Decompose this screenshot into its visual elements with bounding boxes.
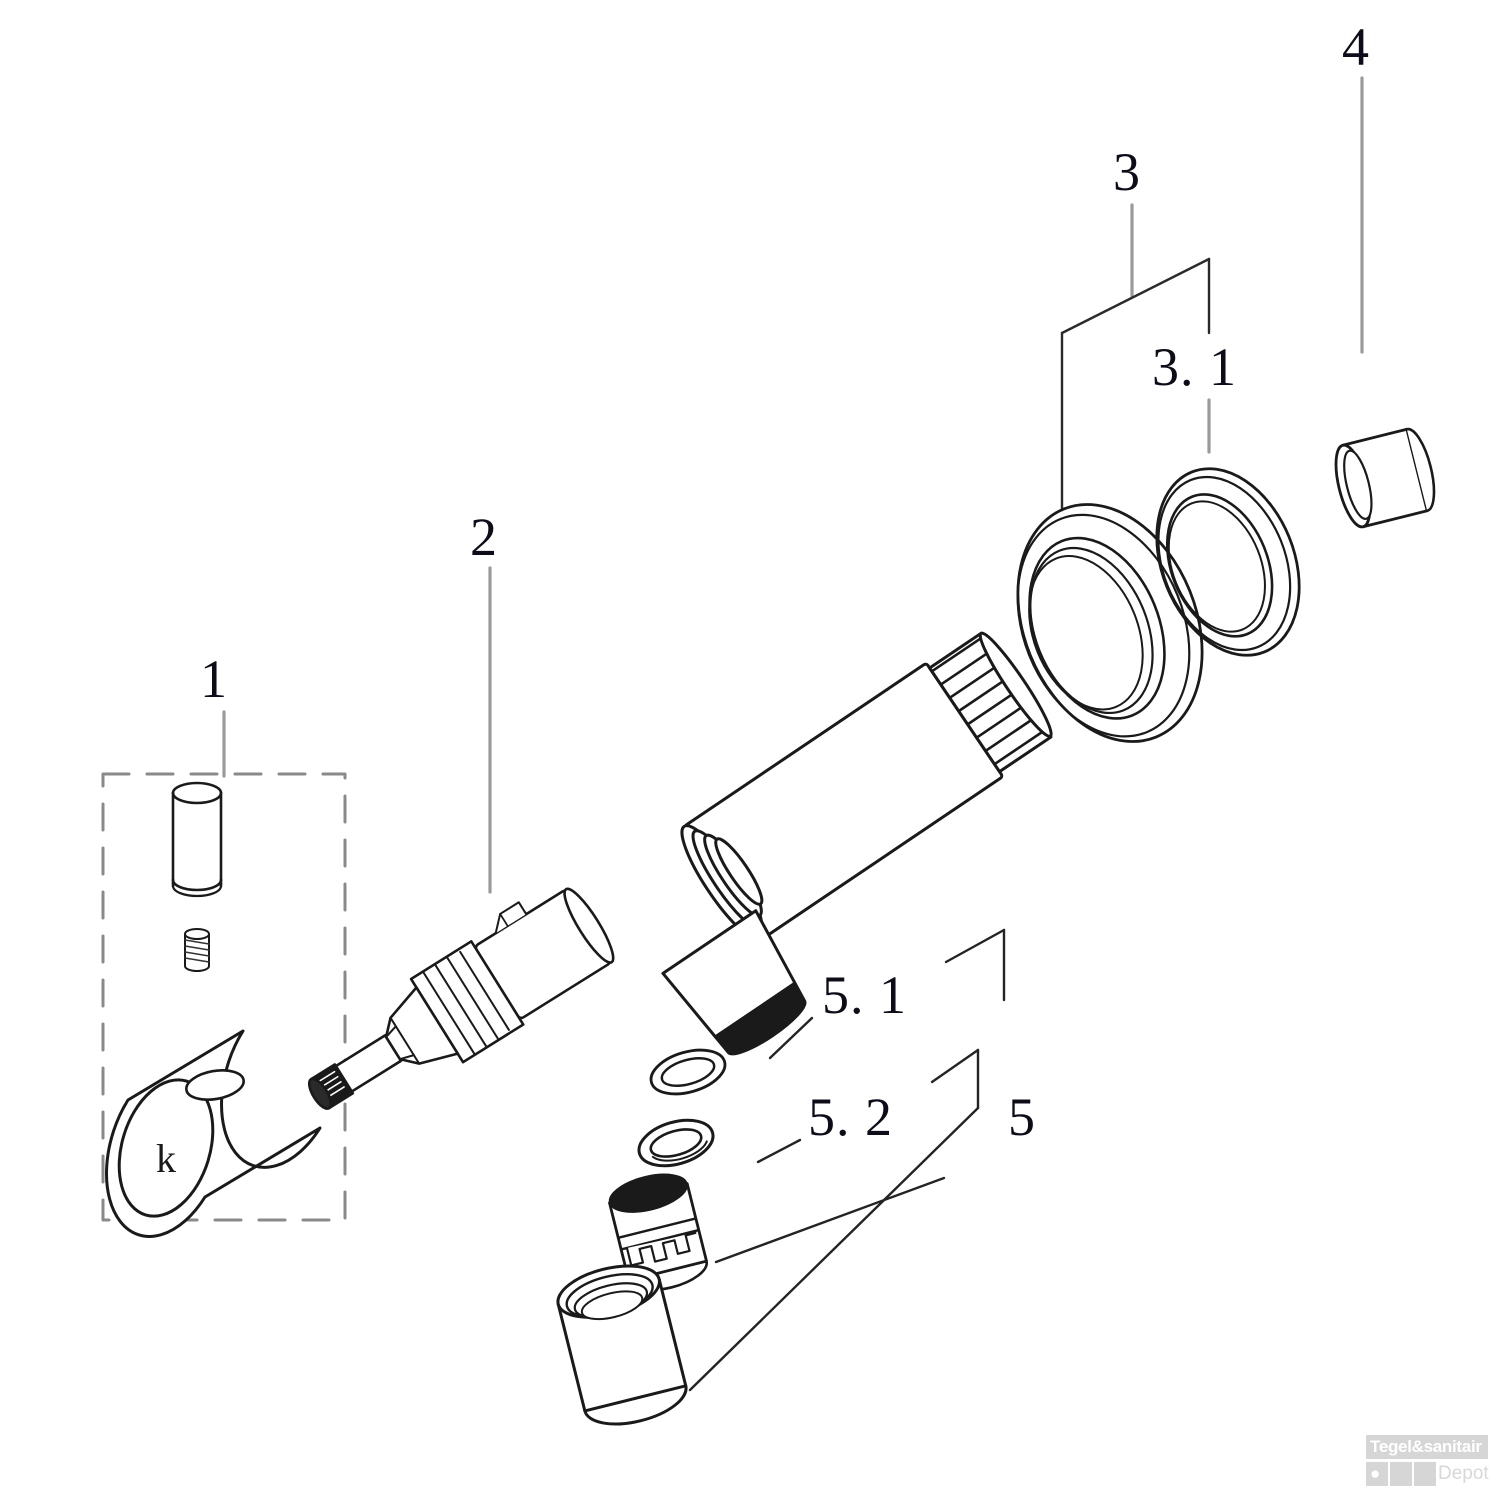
part-handle-cap-sleeve bbox=[171, 781, 223, 898]
part-escutcheon-flange bbox=[1016, 503, 1204, 743]
part-set-screw bbox=[184, 928, 210, 972]
group-1-dashed-box bbox=[101, 772, 347, 1222]
part-flat-washer bbox=[649, 1048, 727, 1096]
part-valve-cartridge bbox=[307, 887, 615, 1110]
brand-name-primary: Tegel&sanitair bbox=[1366, 1435, 1488, 1459]
part-aerator-housing-cap bbox=[556, 1264, 688, 1426]
bracket-3 bbox=[1060, 257, 1211, 512]
part-flange-gasket bbox=[1155, 467, 1301, 657]
callout-label-4: 4 bbox=[1342, 17, 1370, 77]
brand-name-secondary: Depot bbox=[1438, 1463, 1489, 1484]
callout-label-5-2: 5. 2 bbox=[808, 1087, 893, 1147]
part-seal-oring bbox=[637, 1118, 715, 1168]
callout-label-3: 3 bbox=[1113, 142, 1141, 202]
part-valve-body bbox=[661, 631, 1053, 1056]
water-drop-icon: ● bbox=[1370, 1464, 1381, 1483]
brand-tile-drop bbox=[1366, 1462, 1388, 1486]
knob-k-marking: k bbox=[156, 1136, 176, 1181]
callout-label-2: 2 bbox=[470, 507, 498, 567]
leader-lines bbox=[222, 76, 1364, 894]
brand-tile-2 bbox=[1390, 1462, 1412, 1486]
callout-label-5: 5 bbox=[1008, 1087, 1036, 1147]
callout-label-5-1: 5. 1 bbox=[822, 965, 907, 1025]
bracket-5 bbox=[688, 928, 1006, 1392]
part-sleeve-tube bbox=[1334, 427, 1436, 529]
brand-watermark: Tegel&sanitair ● Depot bbox=[1340, 1434, 1489, 1490]
part-knob-body bbox=[105, 1029, 322, 1238]
part-aerator-insert bbox=[608, 1173, 708, 1292]
callout-label-1: 1 bbox=[200, 649, 228, 709]
callout-label-3-1: 3. 1 bbox=[1152, 337, 1237, 397]
brand-tile-3 bbox=[1414, 1462, 1436, 1486]
